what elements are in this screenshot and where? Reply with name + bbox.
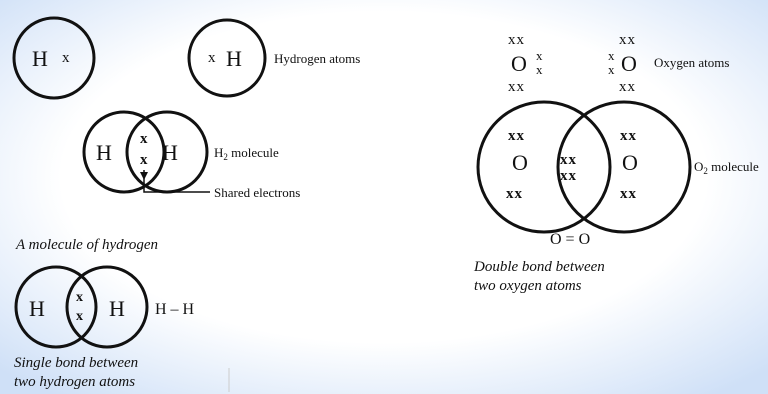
o2-formula: O = O (550, 231, 590, 248)
oxygen-atom-left: xx O x x xx (508, 32, 543, 95)
h-symbol: H (32, 46, 48, 71)
h2-molecule: H H x x (82, 110, 210, 194)
o-symbol: O (511, 51, 527, 76)
h-symbol-right: H (109, 296, 125, 321)
single-bond-caption-line2: two hydrogen atoms (14, 374, 135, 390)
electrons-bottom: xx (619, 79, 636, 95)
hydrogen-atom-right: x H (187, 18, 267, 98)
o-symbol: O (621, 51, 637, 76)
electron-side-bottom: x (536, 62, 543, 77)
right-electrons-top: xx (620, 128, 637, 144)
hydrogen-caption: A molecule of hydrogen (15, 237, 158, 253)
h-symbol-right: H (162, 140, 178, 165)
electron-side-top: x (536, 48, 543, 63)
electron-side-bottom: x (608, 62, 615, 77)
h-symbol-left: H (96, 140, 112, 165)
electrons-top: xx (619, 32, 636, 48)
electron: x (208, 50, 216, 66)
electron: x (62, 50, 70, 66)
o-symbol-left: O (512, 150, 528, 175)
single-bond-caption-line1: Single bond between (14, 355, 138, 371)
single-bond-formula: H – H (155, 301, 195, 318)
o2-caption-line2: two oxygen atoms (474, 278, 582, 294)
h-symbol: H (226, 46, 242, 71)
o2-caption-line1: Double bond between (473, 259, 605, 275)
shared-electrons-row1: xx (560, 152, 577, 168)
hydrogen-atoms-label: Hydrogen atoms (274, 51, 360, 66)
electrons-top: xx (508, 32, 525, 48)
left-electrons-bottom: xx (506, 186, 523, 202)
pointer-arrow (140, 172, 148, 180)
electron-side-top: x (608, 48, 615, 63)
single-bond-diagram: H H x x (14, 265, 149, 349)
oxygen-atom-right: xx x x O xx (608, 32, 637, 95)
left-electrons-top: xx (508, 128, 525, 144)
o2-molecule: xx O xx xx xx xx O xx (476, 100, 692, 234)
hydrogen-atom-left: H x (12, 16, 96, 100)
shared-electron-bottom: x (76, 309, 83, 324)
h-symbol-left: H (29, 296, 45, 321)
shared-electrons-label: Shared electrons (214, 185, 300, 200)
o2-molecule-label: O2 molecule (694, 159, 759, 176)
shared-electron-top: x (76, 290, 83, 305)
h2-molecule-label: H2 molecule (214, 145, 279, 162)
oxygen-atoms-label: Oxygen atoms (654, 55, 729, 70)
right-electrons-bottom: xx (620, 186, 637, 202)
shared-electron-bottom: x (140, 152, 148, 168)
shared-electrons-row2: xx (560, 168, 577, 184)
shared-electron-top: x (140, 131, 148, 147)
o-symbol-right: O (622, 150, 638, 175)
electrons-bottom: xx (508, 79, 525, 95)
